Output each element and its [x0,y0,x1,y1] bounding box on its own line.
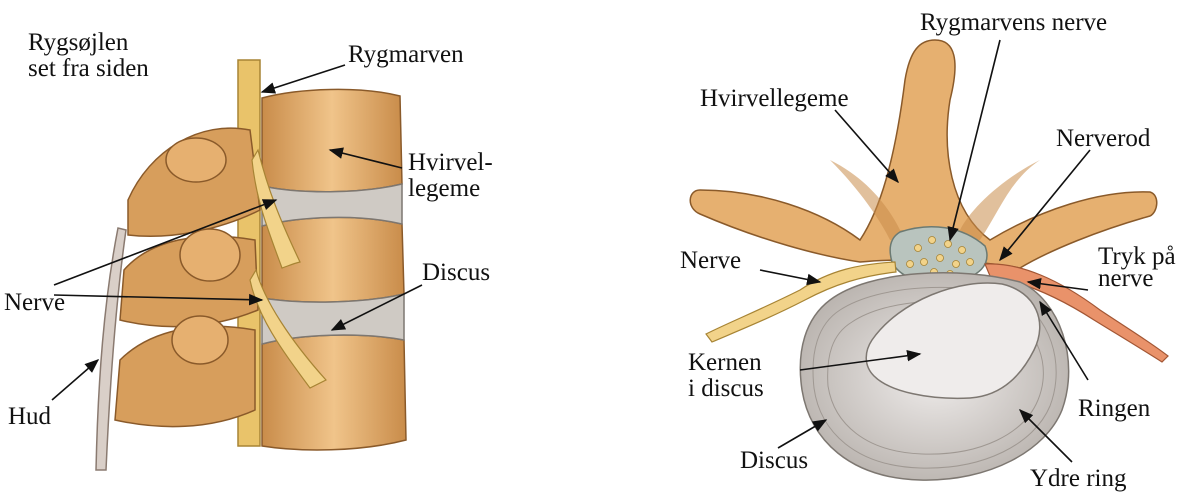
label-rygmarven: Rygmarven [348,42,464,68]
left-figure-title: Rygsøjlen set fra siden [28,30,149,82]
label-rygmarvens-nerve: Rygmarvens nerve [920,10,1107,36]
leader-hud [52,360,98,400]
label-discus-right: Discus [740,448,808,474]
label-nerve-left: Nerve [4,290,65,316]
leader-rygmarven [262,65,345,92]
vertebral-body-3 [262,335,406,450]
label-discus-left: Discus [422,260,490,286]
label-kernen-i-discus: Kernen i discus [688,350,764,402]
side-view-spine [52,60,422,470]
leader-nerve-right [760,270,820,282]
facet-joint-1 [166,138,226,182]
label-ringen: Ringen [1078,396,1150,422]
facet-joint-2 [180,229,240,281]
label-ydre-ring: Ydre ring [1030,466,1127,492]
label-tryk-paa-nerve: Tryk på nerve [1098,246,1176,290]
label-hvirvellegeme-right: Hvirvellegeme [700,86,849,112]
label-nerverod: Nerverod [1056,126,1150,152]
facet-joint-3 [172,316,228,364]
label-hvirvellegeme-left: Hvirvel- legeme [408,150,493,202]
label-hud: Hud [8,404,51,430]
skin-layer [96,228,126,470]
label-nerve-right: Nerve [680,248,741,274]
vertebral-body-1 [262,89,402,191]
